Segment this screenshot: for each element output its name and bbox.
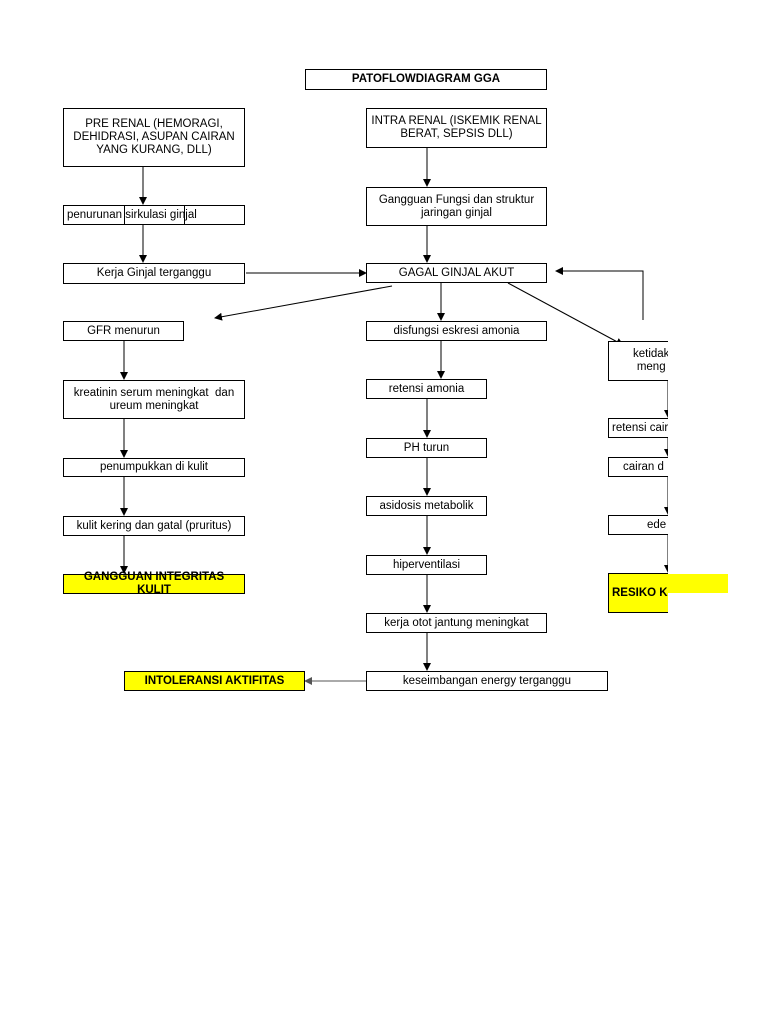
box-penumpukkan: penumpukkan di kulit xyxy=(63,458,245,477)
box-kerja-otot-jantung: kerja otot jantung meningkat xyxy=(366,613,547,633)
cell-divider-1 xyxy=(124,205,125,225)
diagram-title: PATOFLOWDIAGRAM GGA xyxy=(305,69,547,90)
box-kreatinin: kreatinin serum meningkat dan ureum meni… xyxy=(63,380,245,419)
highlight-strip xyxy=(668,574,728,593)
box-gfr-menurun: GFR menurun xyxy=(63,321,184,341)
box-cairan: cairan d xyxy=(608,457,668,477)
box-pre-renal: PRE RENAL (HEMORAGI, DEHIDRASI, ASUPAN C… xyxy=(63,108,245,167)
box-retensi-cairan: retensi cair xyxy=(608,418,668,438)
box-intoleransi-aktifitas: INTOLERANSI AKTIFITAS xyxy=(124,671,305,691)
box-ketidak: ketidak meng xyxy=(608,341,668,381)
box-hiperventilasi: hiperventilasi xyxy=(366,555,487,575)
box-keseimbangan-energy: keseimbangan energy terganggu xyxy=(366,671,608,691)
box-ph-turun: PH turun xyxy=(366,438,487,458)
arrow-feedback-gagal xyxy=(555,267,644,320)
box-intra-renal: INTRA RENAL (ISKEMIK RENAL BERAT, SEPSIS… xyxy=(366,108,547,148)
box-disfungsi-eskresi: disfungsi eskresi amonia xyxy=(366,321,547,341)
box-kulit-kering: kulit kering dan gatal (pruritus) xyxy=(63,516,245,536)
cell-divider-2 xyxy=(184,205,185,225)
box-resiko: RESIKO KE xyxy=(608,573,668,613)
connector-layer xyxy=(120,148,668,685)
box-retensi-amonia: retensi amonia xyxy=(366,379,487,399)
box-gangguan-fungsi: Gangguan Fungsi dan struktur jaringan gi… xyxy=(366,187,547,226)
box-edema: ede xyxy=(608,515,668,535)
box-kerja-ginjal: Kerja Ginjal terganggu xyxy=(63,263,245,284)
box-gangguan-integritas-kulit: GANGGUAN INTEGRITAS KULIT xyxy=(63,571,245,596)
diagram-title-text: PATOFLOWDIAGRAM GGA xyxy=(351,73,501,85)
box-penurunan-sirkulasi: penurunan sirkulasi ginjal xyxy=(63,205,245,225)
arrow-gagal-gfr xyxy=(214,285,393,321)
diagram-clip: PATOFLOWDIAGRAM GGA PRE RENAL (HEMORAGI,… xyxy=(63,69,668,691)
box-asidosis-metabolik: asidosis metabolik xyxy=(366,496,487,516)
arrow-gagal-ketidak xyxy=(507,282,624,346)
box-gagal-ginjal-akut: GAGAL GINJAL AKUT xyxy=(366,263,547,283)
